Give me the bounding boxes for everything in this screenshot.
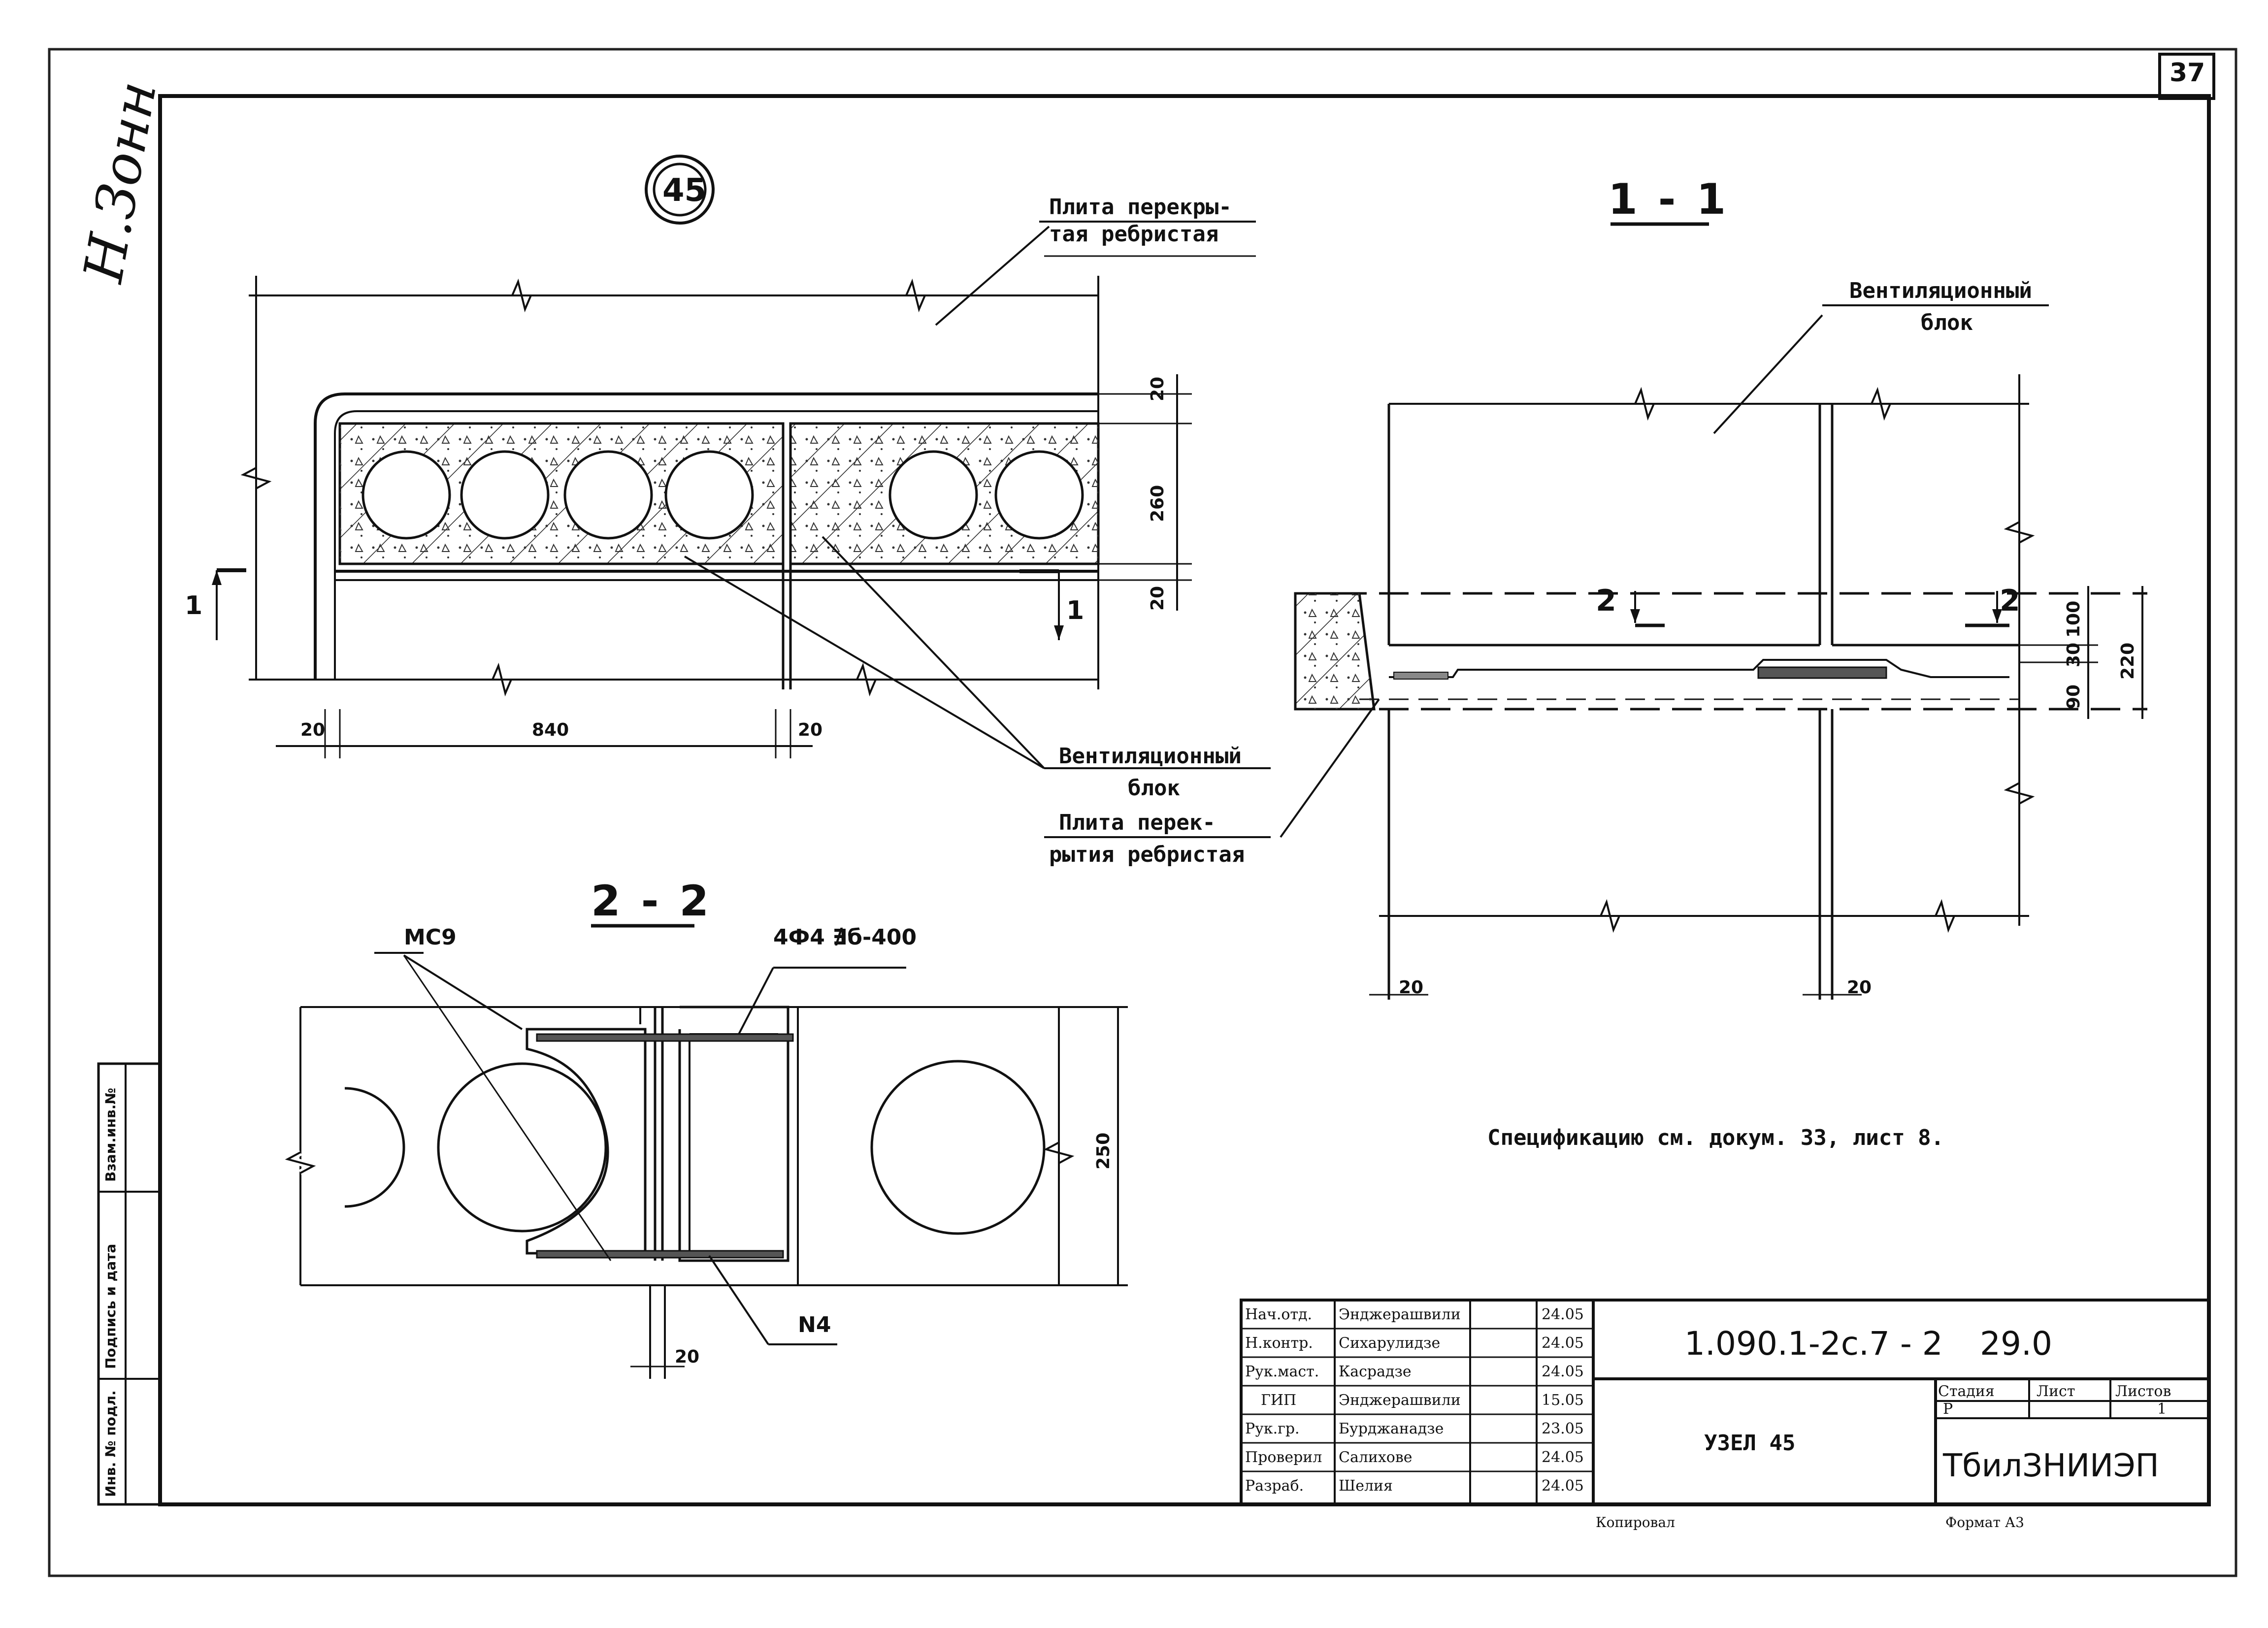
void-1 (362, 450, 451, 540)
tb-role-3: Рук.маст. (1245, 1363, 1319, 1380)
side-stamp-sign: Подпись и дата (102, 1243, 119, 1369)
title-block-frame (1240, 1299, 2210, 1506)
tb-date-7: 24.05 (1542, 1477, 1584, 1495)
tb-name-7: Шелия (1339, 1477, 1393, 1495)
dim-bottom-layer: 20 (1148, 586, 1168, 611)
dim-left-gap: 20 (1399, 977, 1424, 998)
mc9-label: МС9 (404, 925, 457, 950)
tb-name-6: Салихове (1339, 1449, 1413, 1466)
vent-block-label-line-2: блок (1128, 776, 1180, 801)
specification-note: Спецификацию см. докум. 33, лист 8. (1487, 1125, 1944, 1150)
outer-frame (48, 48, 2237, 1577)
tb-date-6: 24.05 (1542, 1449, 1584, 1466)
dim-220: 220 (2118, 642, 2138, 680)
void-5 (888, 450, 978, 540)
tb-name-1: Энджерашвили (1339, 1306, 1461, 1323)
slab-label-line-1: Плита перекры- (1049, 195, 1232, 220)
side-stamp-replace: Взам.инв.№ (102, 1087, 119, 1182)
tb-role-5: Рук.гр. (1245, 1420, 1300, 1437)
tb-name-2: Сихарулидзе (1339, 1335, 1441, 1352)
dim-2-2-gap: 20 (675, 1347, 700, 1367)
tb-name-3: Касрадзе (1339, 1363, 1412, 1380)
vent-block-label-line-1: Вентиляционный (1059, 744, 1242, 769)
node-marker (645, 155, 715, 225)
dim-30: 30 (2064, 642, 2084, 667)
tb-date-2: 24.05 (1542, 1335, 1584, 1352)
section1-vent-label-2: блок (1921, 310, 1973, 335)
cut-2-right: 2 (2000, 584, 2020, 618)
cut-2-left: 2 (1596, 584, 1616, 618)
tb-role-7: Разраб. (1245, 1477, 1304, 1495)
format-label: Формат А3 (1945, 1514, 2024, 1530)
section-1-title: 1 - 1 (1608, 175, 1729, 224)
sheet-header: Лист (2037, 1383, 2075, 1400)
void-6 (994, 450, 1084, 540)
void-3 (563, 450, 653, 540)
void-4 (664, 450, 754, 540)
n4-label: N4 (798, 1312, 831, 1337)
tb-date-5: 23.05 (1542, 1420, 1584, 1437)
stage-value: Р (1943, 1400, 1953, 1418)
cut-mark-right: 1 (1066, 596, 1085, 625)
sheet-number: 37 (2169, 58, 2205, 88)
sheets-value: 1 (2157, 1400, 2167, 1418)
tb-role-2: Н.контр. (1245, 1335, 1313, 1352)
tb-date-1: 24.05 (1542, 1306, 1584, 1323)
dim-left-edge: 20 (300, 720, 326, 740)
section1-vent-label-1: Вентиляционный (1849, 278, 2032, 303)
rebar-label: 4Ф4 ∄б-400 (773, 925, 917, 950)
copied-label: Копировал (1596, 1514, 1675, 1530)
tb-date-3: 24.05 (1542, 1363, 1584, 1380)
tb-name-4: Энджерашвили (1339, 1392, 1461, 1409)
dim-width: 840 (532, 720, 569, 740)
section-1-1 (1280, 222, 2147, 1000)
tb-role-1: Нач.отд. (1245, 1306, 1313, 1323)
dim-mid-gap: 20 (798, 720, 823, 740)
dim-250: 250 (1093, 1132, 1114, 1170)
sheets-header: Листов (2115, 1383, 2171, 1400)
drawing-name: УЗЕЛ 45 (1704, 1431, 1796, 1456)
document-code-suffix: 29.0 (1980, 1325, 2052, 1363)
dim-right-gap: 20 (1847, 977, 1872, 998)
stage-header: Стадия (1938, 1383, 1995, 1400)
slab-bottom-label-line-1: Плита перек- (1059, 810, 1216, 835)
slab-bottom-label-line-2: рытия ребристая (1049, 842, 1245, 867)
inner-frame (158, 94, 2211, 1506)
tb-date-4: 15.05 (1542, 1392, 1584, 1409)
section-2-2 (278, 924, 1128, 1379)
side-stamp (97, 1062, 162, 1506)
plan-view (212, 221, 1271, 838)
side-stamp-inv: Инв. № подл. (102, 1390, 119, 1497)
dim-100: 100 (2064, 600, 2084, 638)
sheet-number-box (2158, 53, 2215, 100)
cut-mark-left: 1 (185, 591, 203, 620)
document-code: 1.090.1-2с.7 - 2 (1684, 1325, 1943, 1363)
void-2 (460, 450, 550, 540)
dim-block-height: 260 (1148, 485, 1168, 522)
dim-top-layer: 20 (1148, 376, 1168, 401)
tb-role-6: Проверил (1245, 1449, 1322, 1466)
dim-90: 90 (2064, 684, 2084, 709)
organization: ТбилЗНИИЭП (1943, 1448, 2159, 1484)
tb-name-5: Бурджанадзе (1339, 1420, 1444, 1437)
node-marker-number: 45 (662, 172, 707, 209)
slab-label-line-2: тая ребристая (1049, 222, 1219, 247)
section-2-title: 2 - 2 (591, 877, 712, 926)
tb-role-4: ГИП (1261, 1392, 1297, 1409)
